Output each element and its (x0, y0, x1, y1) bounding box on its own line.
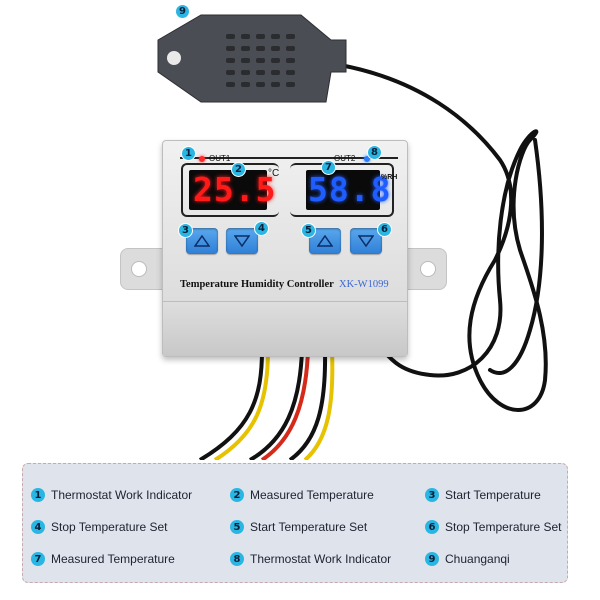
temperature-unit: °C (268, 168, 280, 179)
legend-item: 8 Thermostat Work Indicator (230, 552, 391, 566)
callout-7: 7 (321, 160, 336, 175)
triangle-up-icon (317, 235, 333, 247)
callout-6: 6 (377, 222, 392, 237)
out1-indicator-light (199, 156, 205, 162)
triangle-down-icon (234, 235, 250, 247)
callout-2: 2 (231, 162, 246, 177)
temperature-display: 25.5 (189, 170, 275, 210)
legend-text: Chuanganqi (445, 552, 510, 566)
legend-panel: 1 Thermostat Work Indicator 2 Measured T… (22, 463, 568, 583)
humidity-value: 58.8 (308, 170, 392, 209)
panel-frame (180, 157, 398, 221)
legend-number: 8 (230, 552, 244, 566)
legend-item: 2 Measured Temperature (230, 488, 374, 502)
legend-number: 7 (31, 552, 45, 566)
legend-text: Thermostat Work Indicator (250, 552, 392, 566)
callout-4: 4 (254, 221, 269, 236)
out2-label: OUT2 (334, 154, 356, 163)
stop-humidity-down-button[interactable] (350, 228, 382, 254)
legend-text: Measured Temperature (51, 552, 175, 566)
legend-number: 9 (425, 552, 439, 566)
humidity-sensor-probe (146, 10, 351, 106)
legend-text: Thermostat Work Indicator (51, 488, 193, 502)
legend-text: Start Temperature Set (250, 520, 368, 534)
legend-number: 4 (31, 520, 45, 534)
display-frame-left (181, 163, 279, 217)
callout-3: 3 (178, 223, 193, 238)
legend-number: 3 (425, 488, 439, 502)
humidity-display: 58.8 (306, 170, 390, 210)
legend-text: Measured Temperature (250, 488, 374, 502)
product-title: Temperature Humidity Controller (180, 279, 334, 290)
legend-item: 9 Chuanganqi (425, 552, 510, 566)
sensor-cable (198, 63, 548, 460)
stop-temperature-down-button[interactable] (226, 228, 258, 254)
legend-item: 5 Start Temperature Set (230, 520, 367, 534)
out1-label: OUT1 (209, 154, 231, 163)
callout-9: 9 (175, 4, 190, 19)
out2-indicator-light (364, 156, 370, 162)
legend-item: 4 Stop Temperature Set (31, 520, 168, 534)
triangle-up-icon (194, 235, 210, 247)
legend-number: 6 (425, 520, 439, 534)
legend-item: 1 Thermostat Work Indicator (31, 488, 192, 502)
legend-text: Stop Temperature Set (445, 520, 562, 534)
legend-item: 7 Measured Temperature (31, 552, 175, 566)
legend-number: 1 (31, 488, 45, 502)
legend-item: 6 Stop Temperature Set (425, 520, 562, 534)
model-number: XK-W1099 (339, 279, 389, 290)
legend-item: 3 Start Temperature (425, 488, 541, 502)
callout-8: 8 (367, 145, 382, 160)
triangle-down-icon (358, 235, 374, 247)
humidity-unit: %RH (381, 174, 398, 181)
legend-text: Start Temperature (445, 488, 541, 502)
temperature-value: 25.5 (193, 170, 277, 209)
display-frame-right (290, 163, 394, 217)
legend-text: Stop Temperature Set (51, 520, 168, 534)
callout-1: 1 (181, 146, 196, 161)
legend-number: 2 (230, 488, 244, 502)
legend-number: 5 (230, 520, 244, 534)
callout-5: 5 (301, 223, 316, 238)
